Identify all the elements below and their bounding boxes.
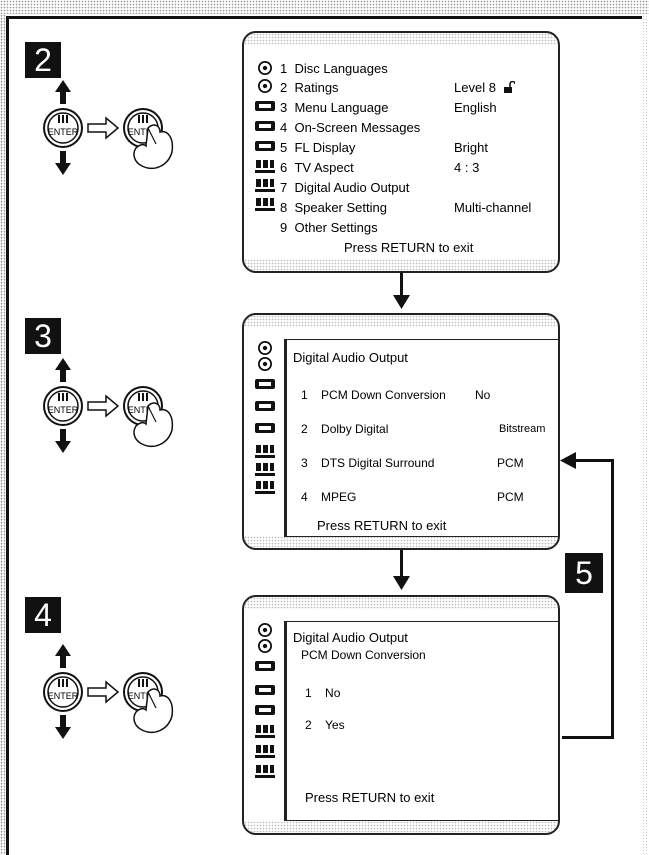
mpeg-value: PCM xyxy=(497,490,524,504)
screen-bottom-shading xyxy=(244,536,558,548)
right-arrow-icon xyxy=(88,396,118,416)
tape-icon xyxy=(254,703,276,717)
enter-text: ENTER xyxy=(48,127,79,137)
menu-item-on-screen-messages[interactable]: 4 On-Screen Messages xyxy=(280,120,420,135)
submenu-panel: Digital Audio Output 1 PCM Down Conversi… xyxy=(284,339,560,537)
menu-item-disc-languages[interactable]: 1 Disc Languages xyxy=(280,61,388,76)
exit-hint: Press RETURN to exit xyxy=(317,518,446,533)
down-arrow-icon xyxy=(393,576,410,590)
enter-press-icon[interactable]: ENTER xyxy=(124,109,172,168)
return-line-vertical xyxy=(611,459,614,739)
speaker-icon xyxy=(254,196,276,214)
speaker-icon xyxy=(254,743,276,761)
dts-digital-surround-value: PCM xyxy=(497,456,524,470)
step-2-label: 2 xyxy=(25,42,61,78)
menu-item-other-settings[interactable]: 9 Other Settings xyxy=(280,220,378,235)
menu-item-digital-audio-output[interactable]: 7 Digital Audio Output xyxy=(280,180,409,195)
menu-item-fl-display[interactable]: 5 FL Display xyxy=(280,140,355,155)
step-5-label: 5 xyxy=(565,553,603,593)
disc-icon xyxy=(256,341,274,355)
tape-icon xyxy=(254,421,276,435)
disc-icon xyxy=(256,357,274,371)
screen-top-shading xyxy=(244,315,558,327)
screen-bottom-shading xyxy=(244,821,558,833)
option-pcm-down-conversion[interactable]: 1 PCM Down Conversion xyxy=(301,388,446,402)
menu-item-tv-aspect[interactable]: 6 TV Aspect xyxy=(280,160,354,175)
exit-hint: Press RETURN to exit xyxy=(344,240,473,255)
enter-joystick-icon[interactable]: ENTER xyxy=(44,644,82,739)
submenu-subtitle: PCM Down Conversion xyxy=(301,648,426,662)
right-arrow-icon xyxy=(88,118,118,138)
screen-bottom-shading xyxy=(244,259,558,271)
tape-icon xyxy=(254,377,276,391)
pcm-down-conversion-screen: Digital Audio Output PCM Down Conversion… xyxy=(242,595,560,835)
enter-press-icon[interactable]: ENTER xyxy=(124,673,172,732)
screen-top-shading xyxy=(244,33,558,45)
disc-icon xyxy=(256,61,274,75)
submenu-title: Digital Audio Output xyxy=(293,630,408,645)
option-dolby-digital[interactable]: 2 Dolby Digital xyxy=(301,422,388,436)
menu-language-value: English xyxy=(454,100,497,115)
svg-text:ENTER: ENTER xyxy=(48,691,79,701)
enter-joystick-icon[interactable]: ENTER xyxy=(44,358,82,453)
unlock-icon xyxy=(503,81,515,93)
option-mpeg[interactable]: 4 MPEG xyxy=(301,490,356,504)
disc-icon xyxy=(256,623,274,637)
tape-icon xyxy=(254,119,276,133)
left-arrow-icon xyxy=(560,452,576,469)
speaker-icon xyxy=(254,479,276,497)
right-arrow-icon xyxy=(88,682,118,702)
menu-item-ratings[interactable]: 2 Ratings xyxy=(280,80,339,95)
pcm-down-conversion-value: No xyxy=(475,388,490,402)
submenu-title: Digital Audio Output xyxy=(293,350,408,365)
speaker-icon xyxy=(254,443,276,461)
tape-icon xyxy=(254,659,276,673)
speaker-setting-value: Multi-channel xyxy=(454,200,531,215)
dolby-digital-value: Bitstream xyxy=(499,423,545,435)
exit-hint: Press RETURN to exit xyxy=(305,790,434,805)
down-arrow-icon xyxy=(393,295,410,309)
tape-icon xyxy=(254,683,276,697)
option-yes[interactable]: 2 Yes xyxy=(305,718,345,732)
speaker-icon xyxy=(254,177,276,195)
submenu-panel: Digital Audio Output PCM Down Conversion… xyxy=(284,621,560,821)
disc-icon xyxy=(256,639,274,653)
return-line-bottom xyxy=(562,736,614,739)
tape-icon xyxy=(254,399,276,413)
disc-icon xyxy=(256,79,274,93)
option-no[interactable]: 1 No xyxy=(305,686,340,700)
menu-item-speaker-setting[interactable]: 8 Speaker Setting xyxy=(280,200,387,215)
step-2-controls: ENTER ENTER xyxy=(28,78,218,198)
step-4-controls: ENTER ENTER xyxy=(28,642,218,762)
ratings-value: Level 8 xyxy=(454,80,515,95)
step-3-controls: ENTER ENTER xyxy=(28,356,218,476)
speaker-icon xyxy=(254,158,276,176)
speaker-icon xyxy=(254,763,276,781)
speaker-icon xyxy=(254,723,276,741)
enter-press-icon[interactable]: ENTER xyxy=(124,387,172,446)
enter-joystick-icon[interactable]: ENTER xyxy=(44,80,82,175)
tv-aspect-value: 4 : 3 xyxy=(454,160,479,175)
return-line-top xyxy=(574,459,614,462)
step-3-label: 3 xyxy=(25,318,61,354)
top-halftone-border xyxy=(0,0,649,14)
option-dts-digital-surround[interactable]: 3 DTS Digital Surround xyxy=(301,456,434,470)
setup-menu-screen: 1 Disc Languages 2 Ratings 3 Menu Langua… xyxy=(242,31,560,273)
digital-audio-output-screen: Digital Audio Output 1 PCM Down Conversi… xyxy=(242,313,560,550)
tape-icon xyxy=(254,139,276,153)
menu-item-menu-language[interactable]: 3 Menu Language xyxy=(280,100,388,115)
svg-text:ENTER: ENTER xyxy=(48,405,79,415)
tape-icon xyxy=(254,99,276,113)
fl-display-value: Bright xyxy=(454,140,488,155)
step-4-label: 4 xyxy=(25,597,61,633)
speaker-icon xyxy=(254,461,276,479)
screen-top-shading xyxy=(244,597,558,609)
